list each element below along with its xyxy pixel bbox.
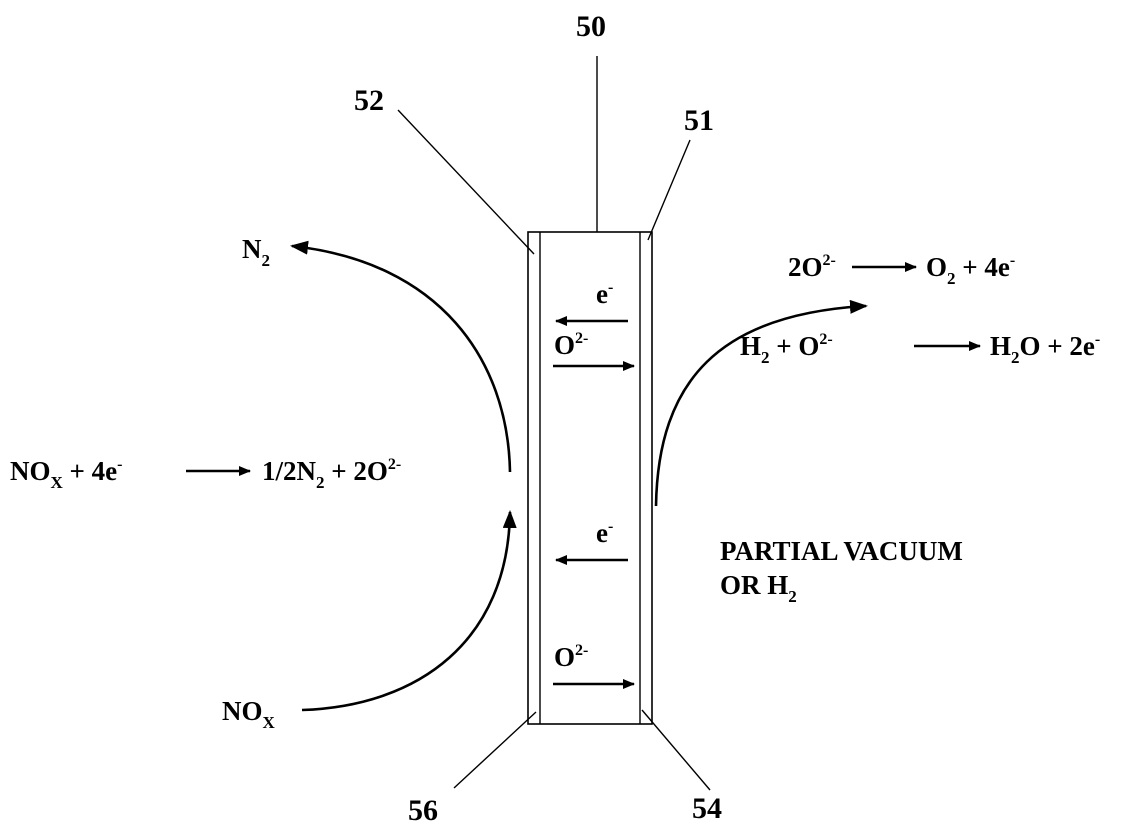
nox-reduction-equation-left: NOX + 4e- [10,456,122,492]
leader-56 [453,711,537,789]
flow-arrows [290,240,868,712]
hydrogen-oxidation-equation-right: H2O + 2e- [990,331,1100,367]
oxygen-evolution-equation-left: 2O2- [788,252,836,282]
ref-56: 56 [408,794,438,827]
oxide-label-upper: O2- [554,330,588,360]
n2-flow-arrow [290,240,512,473]
reference-numerals: 50 52 51 56 54 [354,10,722,827]
product-flow-arrow [654,299,868,507]
leader-54 [641,709,711,791]
ref-51: 51 [684,104,714,137]
nox-flow-arrow [301,510,517,712]
n2-product-label: N2 [242,234,270,270]
oxide-label-lower: O2- [554,642,588,672]
nox-feed-label: NOX [222,696,276,732]
nox-reduction-equation-right: 1/2N2 + 2O2- [262,456,401,492]
partial-vacuum-label: PARTIAL VACUUM [720,536,963,566]
electron-label-upper: e- [596,279,613,309]
electron-label-lower: e- [596,518,613,548]
leader-52 [397,109,535,255]
anode-side-labels: 2O2- O2 + 4e- H2 + O2- H2O + 2e- PARTIAL… [720,252,1100,606]
membrane-transport: e- O2- e- O2- [553,279,635,689]
cathode-side-labels: N2 NOX + 4e- 1/2N2 + 2O2- NOX [10,234,401,732]
oxygen-evolution-equation-right: O2 + 4e- [926,252,1015,288]
ref-50: 50 [576,10,606,43]
membrane-cell [527,231,653,725]
membrane-outer-body [527,231,653,725]
reference-leaders [397,56,711,791]
hydrogen-oxidation-equation-left: H2 + O2- [740,331,833,367]
leader-51 [647,139,691,241]
ref-52: 52 [354,84,384,117]
or-h2-label: OR H2 [720,570,797,606]
ref-54: 54 [692,792,722,825]
